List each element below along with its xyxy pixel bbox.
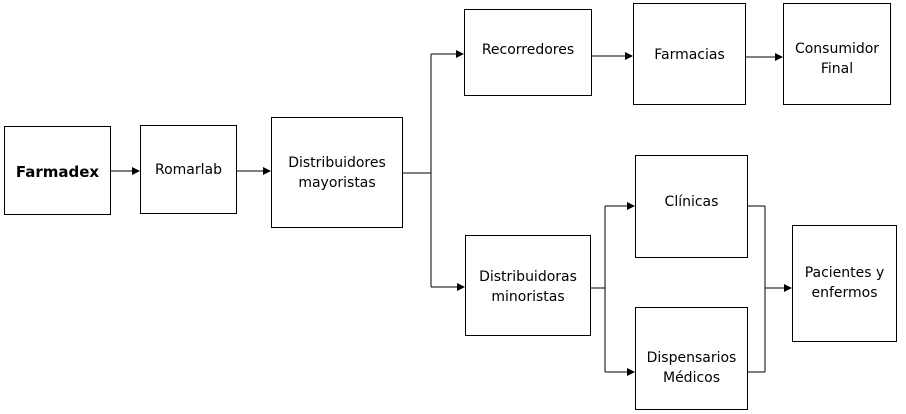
node-consumidor-final: Consumidor Final [783,3,891,105]
node-recorredores: Recorredores [464,9,592,96]
node-distribuidoras-minoristas: Distribuidoras minoristas [465,235,591,336]
node-farmacias: Farmacias [633,3,746,105]
node-distribuidoras-minoristas-label: Distribuidoras minoristas [479,269,577,305]
node-distribuidores-mayoristas-label: Distribuidores mayoristas [288,155,386,191]
node-farmacias-label: Farmacias [654,47,725,63]
node-clinicas: Clínicas [635,155,748,258]
node-distribuidores-mayoristas: Distribuidores mayoristas [271,117,403,228]
node-recorredores-label: Recorredores [481,42,575,58]
node-dispensarios-medicos: Dispensarios Médicos [635,307,748,410]
node-farmadex: Farmadex [4,126,111,215]
node-romarlab-label: Romarlab [155,162,222,178]
node-pacientes-enfermos-label: Pacientes y enfermos [804,265,885,301]
node-pacientes-enfermos: Pacientes y enfermos [792,225,897,342]
node-consumidor-final-label: Consumidor Final [794,41,880,77]
node-farmadex-label: Farmadex [15,163,100,181]
node-romarlab: Romarlab [140,125,237,214]
node-clinicas-label: Clínicas [664,194,719,210]
node-dispensarios-medicos-label: Dispensarios Médicos [646,350,737,386]
